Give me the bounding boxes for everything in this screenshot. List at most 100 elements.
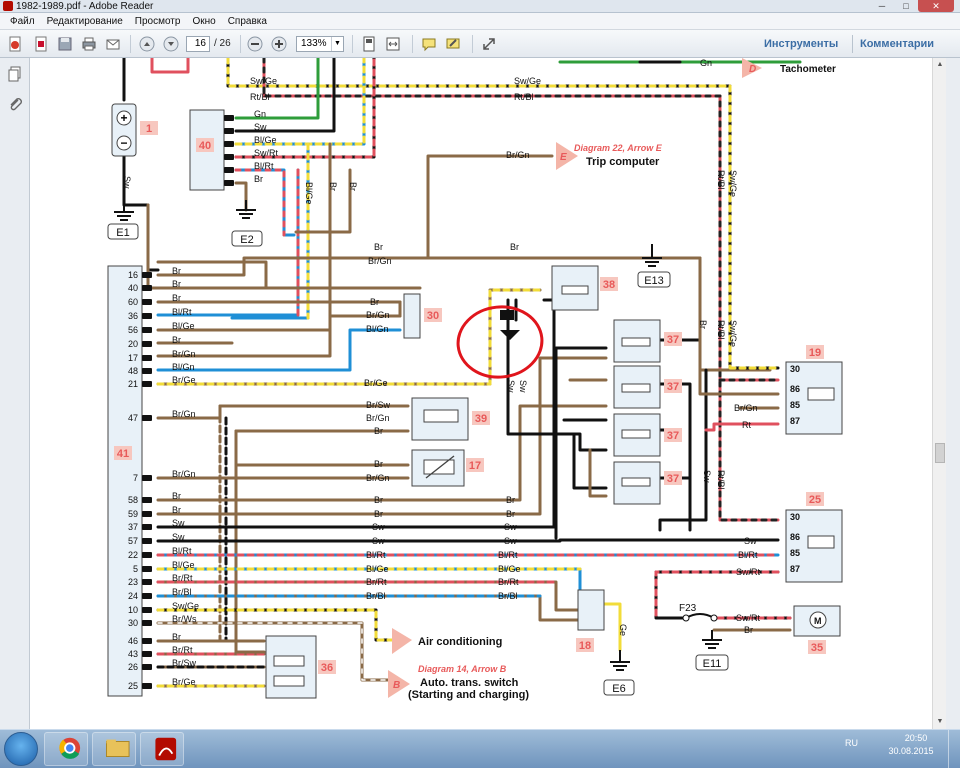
pin-41-10 [142, 607, 152, 613]
menu-window[interactable]: Окно [192, 15, 216, 27]
wire-swrt-35: Sw/Rt [736, 613, 761, 623]
attachments-icon[interactable] [7, 96, 23, 112]
pin-number-41: 5 [133, 564, 138, 574]
wire-brgn-30: Br/Gn [366, 310, 390, 320]
document-view[interactable]: + − [30, 58, 932, 729]
pin-number-41: 36 [128, 311, 138, 321]
tools-link[interactable]: Инструменты [764, 38, 839, 50]
minimize-button[interactable]: ─ [878, 1, 886, 11]
ground-e2: E2 [240, 234, 253, 246]
adobe-reader-taskbar-icon[interactable] [140, 732, 184, 766]
window-title: 1982-1989.pdf - Adobe Reader [16, 1, 154, 12]
zoom-select[interactable]: 133%▼ [296, 36, 344, 52]
pin-number-41: 17 [128, 353, 138, 363]
comments-link[interactable]: Комментарии [860, 38, 935, 50]
start-button[interactable] [4, 732, 38, 766]
print-icon[interactable] [80, 35, 98, 53]
pin-number-41: 22 [128, 550, 138, 560]
pin-41-23 [142, 579, 152, 585]
component-30 [403, 293, 421, 339]
pin-41-7 [142, 475, 152, 481]
wire-br-v: Br [328, 182, 338, 191]
expand-icon[interactable] [480, 35, 498, 53]
pin-41-5 [142, 566, 152, 572]
wire-sw-37a: Sw [372, 522, 385, 532]
wire-label-41: Br/Gn [172, 409, 196, 419]
pin-41-58 [142, 497, 152, 503]
comment-icon[interactable] [420, 35, 438, 53]
pin-41-36 [142, 313, 152, 319]
wire-label-41: Br [172, 293, 181, 303]
wire-brgn-17: Br/Gn [366, 473, 390, 483]
wire-label-41: Sw [172, 518, 185, 528]
zoom-out-icon[interactable] [246, 35, 264, 53]
pin-41-21 [142, 381, 152, 387]
wire-rt-19: Rt [742, 420, 751, 430]
pages-icon[interactable] [7, 66, 23, 82]
export-pdf-icon[interactable] [32, 35, 50, 53]
clock-time[interactable]: 20:50 [904, 733, 928, 743]
wire-brgn-mid: Br/Gn [368, 256, 392, 266]
pin-number-41: 47 [128, 413, 138, 423]
top-wire-rtbl-2: Rt/Bl [514, 92, 534, 102]
wire-label-41: Br [172, 505, 181, 515]
show-desktop-button[interactable] [948, 730, 960, 769]
toolbar: 16 / 26 133%▼ Инструменты Комментарии [0, 30, 960, 58]
zoom-in-icon[interactable] [270, 35, 288, 53]
menu-help[interactable]: Справка [227, 15, 267, 27]
top-wire-swge: Sw/Ge [250, 76, 277, 86]
page-number-input[interactable]: 16 [186, 36, 210, 52]
label-37a: 37 [667, 334, 679, 346]
scroll-thumb[interactable] [935, 443, 945, 463]
menu-file[interactable]: Файл [10, 15, 35, 27]
pin-40 [224, 167, 234, 173]
wire-rtbl-v3: Rt/Bl [716, 470, 726, 490]
label-19: 19 [809, 347, 821, 359]
pin-41-17 [142, 355, 152, 361]
wire-br-top: Br [374, 242, 383, 252]
chrome-icon[interactable] [44, 732, 88, 766]
title-bar: 1982-1989.pdf - Adobe Reader ─ □ ✕ [0, 0, 960, 13]
page-total: / 26 [214, 38, 231, 49]
ref-auto-arrow: Diagram 14, Arrow B [418, 664, 507, 674]
pin-number-41: 60 [128, 297, 138, 307]
ref-e-letter: E [560, 152, 567, 163]
highlight-icon[interactable] [444, 35, 462, 53]
scroll-down-icon[interactable]: ▼ [936, 718, 944, 725]
ref-trip-arrow: Diagram 22, Arrow E [574, 143, 663, 153]
pin-41-26 [142, 664, 152, 670]
language-indicator[interactable]: RU [845, 738, 858, 748]
next-page-icon[interactable] [162, 35, 180, 53]
email-icon[interactable] [104, 35, 122, 53]
label-36: 36 [321, 662, 333, 674]
clock-date[interactable]: 30.08.2015 [888, 746, 934, 756]
pin-number-41: 56 [128, 325, 138, 335]
wire-sw-v: Sw [702, 470, 712, 483]
menu-view[interactable]: Просмотр [134, 15, 181, 27]
wire-br-17: Br [374, 459, 383, 469]
file-explorer-icon[interactable] [92, 732, 136, 766]
wire-brsw-39: Br/Sw [366, 400, 391, 410]
fit-width-icon[interactable] [384, 35, 402, 53]
fit-page-icon[interactable] [360, 35, 378, 53]
menu-edit[interactable]: Редактирование [46, 15, 123, 27]
save-icon[interactable] [56, 35, 74, 53]
wire-br-58a: Br [374, 495, 383, 505]
close-button[interactable]: ✕ [918, 0, 954, 12]
taskbar: RU 20:50 30.08.2015 [0, 729, 960, 769]
pin-41-43 [142, 651, 152, 657]
pin-41-22 [142, 552, 152, 558]
fuse-label: F23 [679, 603, 697, 614]
pin-41-20 [142, 341, 152, 347]
navigation-panel [0, 58, 30, 729]
pin-41-60 [142, 299, 152, 305]
create-pdf-icon[interactable] [6, 35, 24, 53]
wire-sw-57b: Sw [504, 536, 517, 546]
previous-page-icon[interactable] [138, 35, 156, 53]
scroll-up-icon[interactable]: ▲ [936, 61, 944, 68]
wire-br-58b: Br [506, 495, 515, 505]
ref-auto-line2: (Starting and charging) [408, 689, 529, 701]
maximize-button[interactable]: □ [903, 1, 909, 11]
vertical-scrollbar[interactable]: ▲ ▼ [932, 58, 946, 729]
